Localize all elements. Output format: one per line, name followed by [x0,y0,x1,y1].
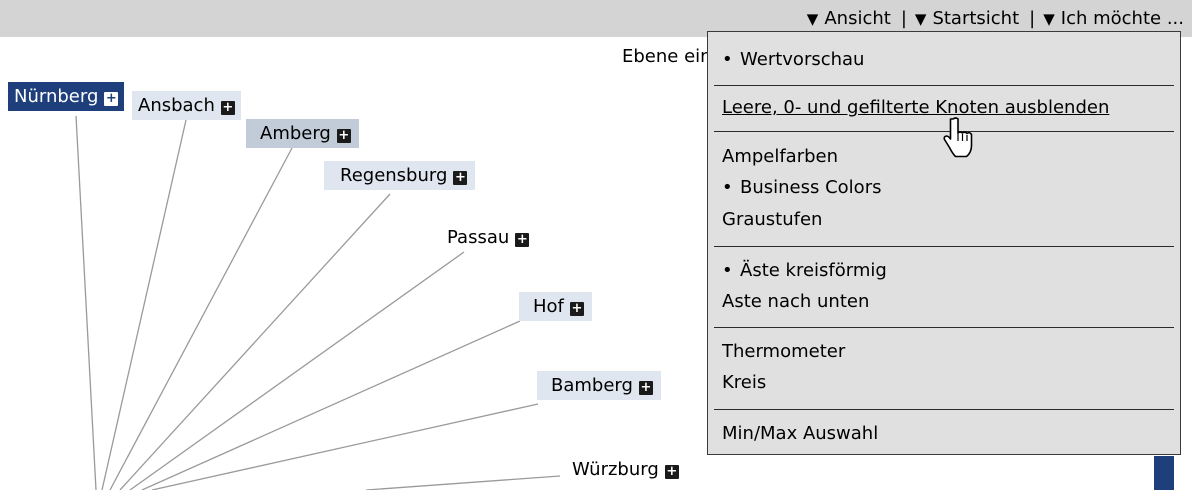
tree-node-label: Regensburg [340,165,448,186]
toolbar-menus: ▼ Ansicht | ▼ Startsicht | ▼ Ich möchte … [807,0,1184,37]
expand-plus-icon[interactable]: + [453,169,468,185]
expand-plus-icon[interactable]: + [569,300,584,316]
connector-nuernberg [75,115,97,490]
menu-ansicht[interactable]: ▼ Ansicht [807,8,891,29]
menu-item-thermometer[interactable]: Thermometer [708,337,1180,367]
menu-item-label: Äste kreisförmig [740,260,887,281]
menu-item-label: Graustufen [722,209,823,230]
triangle-down-icon: ▼ [914,9,927,28]
menu-separator: | [900,8,907,29]
ansicht-dropdown-menu: • Wertvorschau Leere, 0- und gefilterte K… [707,31,1181,455]
tree-node-nuernberg[interactable]: Nürnberg + [8,82,125,111]
check-bullet-icon: • [722,177,733,198]
menu-item-wertvorschau[interactable]: • Wertvorschau [708,45,1180,75]
menu-item-label: Leere, 0- und gefilterte Knoten ausblend… [722,97,1110,118]
menu-item-label: Aste nach unten [722,291,870,312]
tree-node-label: Nürnberg [14,86,99,107]
tree-node-amberg[interactable]: Amberg + [246,119,359,148]
tree-node-label: Würzburg [572,459,659,480]
menu-divider [714,246,1174,247]
menu-separator: | [1029,8,1036,29]
menu-startsicht[interactable]: ▼ Startsicht [915,8,1019,29]
menu-item-label: Min/Max Auswahl [722,423,879,444]
expand-plus-icon[interactable]: + [515,231,530,247]
menu-divider [714,327,1174,328]
toolbar: ▼ Ansicht | ▼ Startsicht | ▼ Ich möchte … [0,0,1192,37]
connector-bamberg [151,403,539,490]
menu-ansicht-label: Ansicht [824,8,891,29]
tree-node-wuerzburg[interactable]: Würzburg + [566,455,685,484]
menu-item-graustufen[interactable]: Graustufen [708,205,1180,235]
triangle-down-icon: ▼ [1043,9,1055,28]
check-bullet-icon: • [722,49,733,70]
menu-divider [714,409,1174,410]
menu-item-kreis[interactable]: Kreis [708,368,1180,398]
expand-plus-icon[interactable]: + [104,90,119,106]
menu-divider [714,131,1174,132]
menu-item-ampelfarben[interactable]: Ampelfarben [708,142,1180,172]
connector-hof [141,320,521,490]
tree-node-passau[interactable]: Passau + [441,223,535,252]
menu-divider [714,85,1174,86]
connector-regensburg [119,193,391,490]
menu-item-label: Ampelfarben [722,146,839,167]
expand-plus-icon[interactable]: + [664,463,679,479]
menu-item-leere-knoten-ausblenden[interactable]: Leere, 0- und gefilterte Knoten ausblend… [708,93,1180,123]
check-bullet-icon: • [722,260,733,281]
tree-node-hof[interactable]: Hof + [519,292,592,321]
tree-node-label: Amberg [260,123,331,144]
menu-item-business-colors[interactable]: • Business Colors [708,173,1180,203]
tree-node-ansbach[interactable]: Ansbach + [132,91,241,120]
expand-plus-icon[interactable]: + [336,127,351,143]
expand-plus-icon[interactable]: + [220,99,235,115]
connector-wuerzburg [365,475,561,490]
tree-node-regensburg[interactable]: Regensburg + [324,161,476,190]
menu-item-label: Wertvorschau [740,49,865,70]
menu-ich-moechte-label: Ich möchte ... [1060,8,1184,29]
tree-node-label: Bamberg [551,375,633,396]
menu-item-aeste-nach-unten[interactable]: Aste nach unten [708,287,1180,317]
ebene-label: Ebene ein [622,46,712,67]
scroll-corner-block [1154,456,1174,490]
menu-startsicht-label: Startsicht [932,8,1020,29]
triangle-down-icon: ▼ [806,9,819,28]
expand-plus-icon[interactable]: + [638,379,653,395]
connector-amberg [109,147,293,490]
hand-pointer-icon [943,117,973,158]
menu-item-min-max-auswahl[interactable]: Min/Max Auswahl [708,419,1180,449]
tree-node-label: Hof [533,296,564,317]
connector-passau [129,251,465,490]
connector-ansbach [101,119,187,490]
tree-node-label: Passau [447,227,510,248]
menu-item-aeste-kreisfoermig[interactable]: • Äste kreisförmig [708,256,1180,286]
menu-item-label: Thermometer [722,341,846,362]
menu-ich-moechte[interactable]: ▼ Ich möchte ... [1043,8,1184,29]
tree-node-label: Ansbach [138,95,215,116]
menu-item-label: Kreis [722,372,767,393]
tree-node-bamberg[interactable]: Bamberg + [537,371,661,400]
menu-item-label: Business Colors [740,177,882,198]
